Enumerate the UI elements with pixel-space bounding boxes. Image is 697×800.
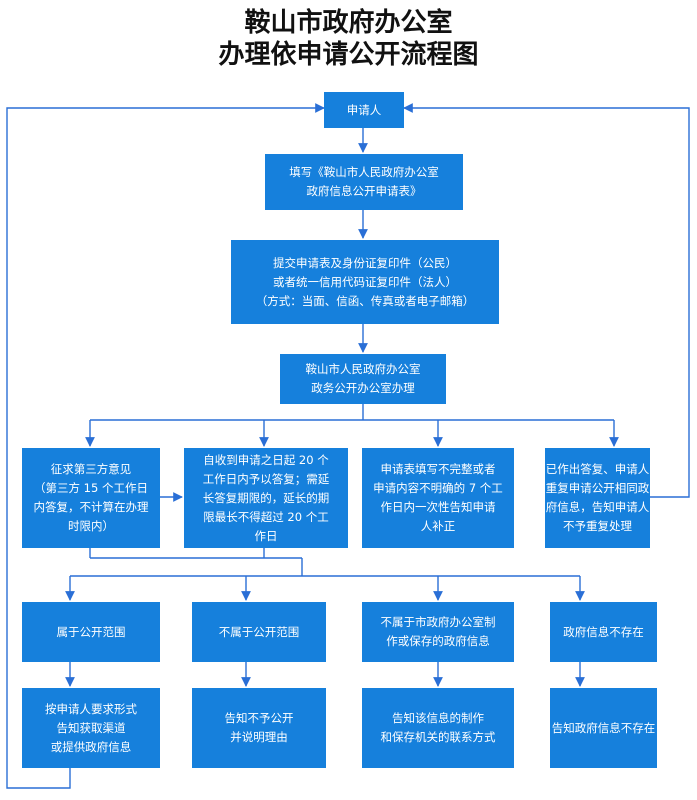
box-text-line: 申请人 [346, 102, 382, 117]
box-text-line: 或者统一信用代码证复印件（法人） [273, 274, 457, 289]
box-text-line: 政府信息公开申请表》 [306, 184, 422, 198]
applicant-box: 申请人 [324, 92, 404, 128]
box-text-line: 不予重复处理 [563, 519, 632, 533]
box-text-line: 不属于市政府办公室制 [380, 615, 496, 629]
box-text-line: 作日 [254, 528, 278, 543]
box-text-line: 内答复，不计算在办理 [33, 500, 149, 514]
third-party-box: 征求第三方意见 （第三方 15 个工作日内答复，不计算在办理时限内） [22, 448, 160, 548]
title-line-2: 办理依申请公开流程图 [218, 40, 479, 70]
box-text-line: 工作日内予以答复；需延 [202, 471, 330, 486]
box-text-line: 自收到申请之日起 20 个 [203, 452, 329, 467]
not-in-scope-box: 不属于公开范围 [192, 602, 326, 662]
box-text-line: 申请内容不明确的 7 个工 [373, 481, 503, 495]
box-text-line: 时限内） [68, 519, 114, 533]
box-text-line: 或提供政府信息 [50, 739, 132, 754]
box-text-line: 府信息，告知申请人 [545, 500, 650, 514]
box-text-line: 提交申请表及身份证复印件（公民） [273, 255, 457, 270]
box-text-line: 告知获取渠道 [56, 720, 126, 735]
return-loop-left [6, 103, 325, 789]
box-text-line: 并说明理由 [230, 730, 288, 744]
submit-box: 提交申请表及身份证复印件（公民） 或者统一信用代码证复印件（法人） （方式：当面、信… [231, 240, 499, 324]
box-text-line: 人补正 [420, 519, 456, 533]
notify-not-exist-box: 告知政府信息不存在 [550, 688, 657, 768]
box-text-line: 申请表填写不完整或者 [380, 462, 496, 476]
incomplete-box: 申请表填写不完整或者申请内容不明确的 7 个工作日内一次性告知申请人补正 [362, 448, 514, 548]
fill-form-box: 填写《鞍山市人民政府办公室政府信息公开申请表》 [265, 154, 463, 210]
not-exist-box: 政府信息不存在 [550, 602, 657, 662]
box-text-line: 政务公开办公室办理 [311, 381, 415, 395]
box-text-line: 不属于公开范围 [218, 624, 300, 639]
return-loop-right [403, 103, 690, 498]
box-text-line: 和保存机关的联系方式 [380, 730, 496, 744]
title-line-1: 鞍山市政府办公室 [244, 8, 453, 38]
notify-contact-box: 告知该信息的制作和保存机关的联系方式 [362, 688, 514, 768]
not-office-box: 不属于市政府办公室制作或保存的政府信息 [362, 602, 514, 662]
box-text-line: 属于公开范围 [56, 624, 126, 639]
box-text-line: 填写《鞍山市人民政府办公室 [289, 165, 439, 179]
in-scope-box: 属于公开范围 [22, 602, 160, 662]
box-text-line: 按申请人要求形式 [45, 701, 137, 716]
box-text-line: 征求第三方意见 [50, 462, 132, 476]
box-text-line: （第三方 15 个工作日 [34, 481, 148, 495]
notify-not-public-box: 告知不予公开并说明理由 [192, 688, 326, 768]
box-text-line: 作或保存的政府信息 [386, 634, 490, 648]
box-text-line: 告知该信息的制作 [392, 711, 484, 725]
box-text-line: 已作出答复、申请人 [545, 462, 650, 476]
repeat-box: 已作出答复、申请人重复申请公开相同政府信息，告知申请人不予重复处理 [545, 448, 650, 548]
office-box: 鞍山市人民政府办公室政务公开办公室办理 [280, 354, 446, 404]
box-text-line: 作日内一次性告知申请 [380, 500, 496, 514]
box-text-line: （方式：当面、信函、传真或者电子邮箱） [255, 293, 475, 308]
box-text-line: 长答复期限的，延长的期 [202, 490, 330, 505]
box-text-line: 重复申请公开相同政 [545, 481, 650, 495]
box-text-line: 告知政府信息不存在 [551, 720, 656, 735]
box-text-line: 鞍山市人民政府办公室 [305, 362, 421, 376]
reply-deadline-box: 自收到申请之日起 20 个工作日内予以答复；需延长答复期限的，延长的期限最长不得… [184, 448, 348, 548]
provide-info-box: 按申请人要求形式告知获取渠道或提供政府信息 [22, 688, 160, 768]
box-text-line: 政府信息不存在 [563, 624, 644, 639]
box-text-line: 告知不予公开 [224, 711, 294, 725]
box-text-line: 限最长不得超过 20 个工 [203, 509, 329, 524]
